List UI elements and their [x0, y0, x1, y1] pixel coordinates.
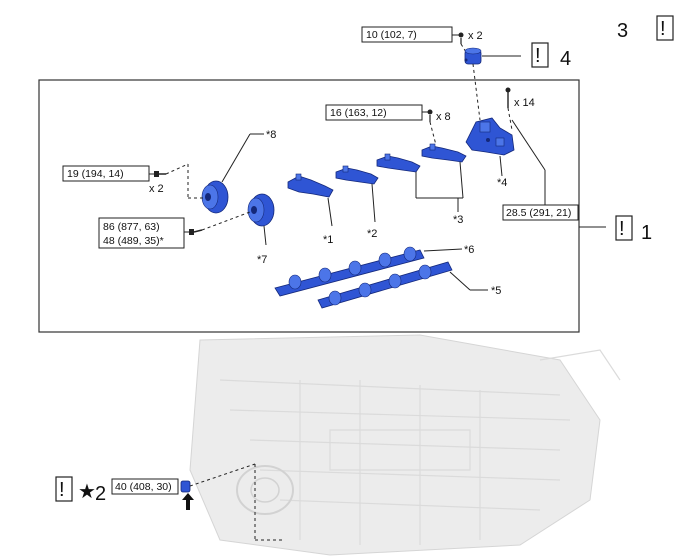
callout-number-1: 1	[641, 222, 652, 244]
torque-box	[502, 204, 579, 221]
caution-icon: !	[619, 218, 625, 240]
plug-bolt	[180, 480, 191, 493]
callout-number-4: 4	[560, 48, 571, 70]
part-label-7: *7	[257, 254, 267, 266]
camshaft-part-5	[317, 261, 453, 309]
part-label-8: *8	[266, 129, 276, 141]
caution-box-1	[615, 215, 633, 241]
part-label-2: *2	[367, 228, 377, 240]
camshaft-bearing-cap	[421, 143, 467, 163]
caution-icon: !	[535, 45, 541, 67]
part-label-5: *5	[491, 285, 501, 297]
torque-value: 86 (877, 63)	[103, 221, 160, 233]
camshaft-bearing-cap	[335, 165, 379, 185]
torque-value: 48 (489, 35)*	[103, 235, 164, 247]
caution-box-4	[531, 42, 549, 68]
camshaft-timing-gear-part-8	[201, 180, 229, 214]
torque-box	[98, 217, 185, 249]
caution-box-3	[656, 15, 674, 41]
long-bolt-icon	[505, 87, 511, 108]
torque-value: 19 (194, 14)	[67, 168, 124, 180]
camshaft-bearing-cap	[287, 173, 334, 198]
quantity-label: x 8	[436, 111, 451, 123]
camshaft-housing-part-4	[465, 117, 515, 156]
engine-block-illustration	[189, 334, 621, 556]
part-label-1: *1	[323, 234, 333, 246]
star-mark: ★	[78, 481, 96, 503]
bolt-icon	[154, 171, 166, 177]
torque-value: 28.5 (291, 21)	[506, 207, 571, 219]
bolt-icon	[458, 32, 464, 44]
bolt-icon	[427, 109, 433, 122]
torque-value: 16 (163, 12)	[330, 107, 387, 119]
caution-box-2	[55, 476, 73, 502]
torque-value: 10 (102, 7)	[366, 29, 417, 41]
callout-number-2: 2	[95, 483, 106, 505]
torque-box	[111, 478, 179, 495]
quantity-label: x 2	[468, 30, 483, 42]
part-label-4: *4	[497, 177, 507, 189]
caution-icon: !	[660, 18, 666, 40]
arrow-up-icon	[182, 493, 194, 510]
camshaft-part-6	[274, 246, 425, 297]
component-group-frame	[38, 79, 580, 333]
callout-number-3: 3	[617, 20, 628, 42]
bolt-icon	[189, 229, 203, 235]
part-label-6: *6	[464, 244, 474, 256]
quantity-label: x 14	[514, 97, 535, 109]
camshaft-timing-gear-part-7	[247, 193, 275, 227]
camshaft-bearing-cap	[376, 153, 421, 173]
caution-icon: !	[59, 479, 65, 501]
part-label-3: *3	[453, 214, 463, 226]
quantity-label: x 2	[149, 183, 164, 195]
torque-value: 40 (408, 30)	[115, 481, 172, 493]
oil-control-valve	[464, 47, 482, 65]
